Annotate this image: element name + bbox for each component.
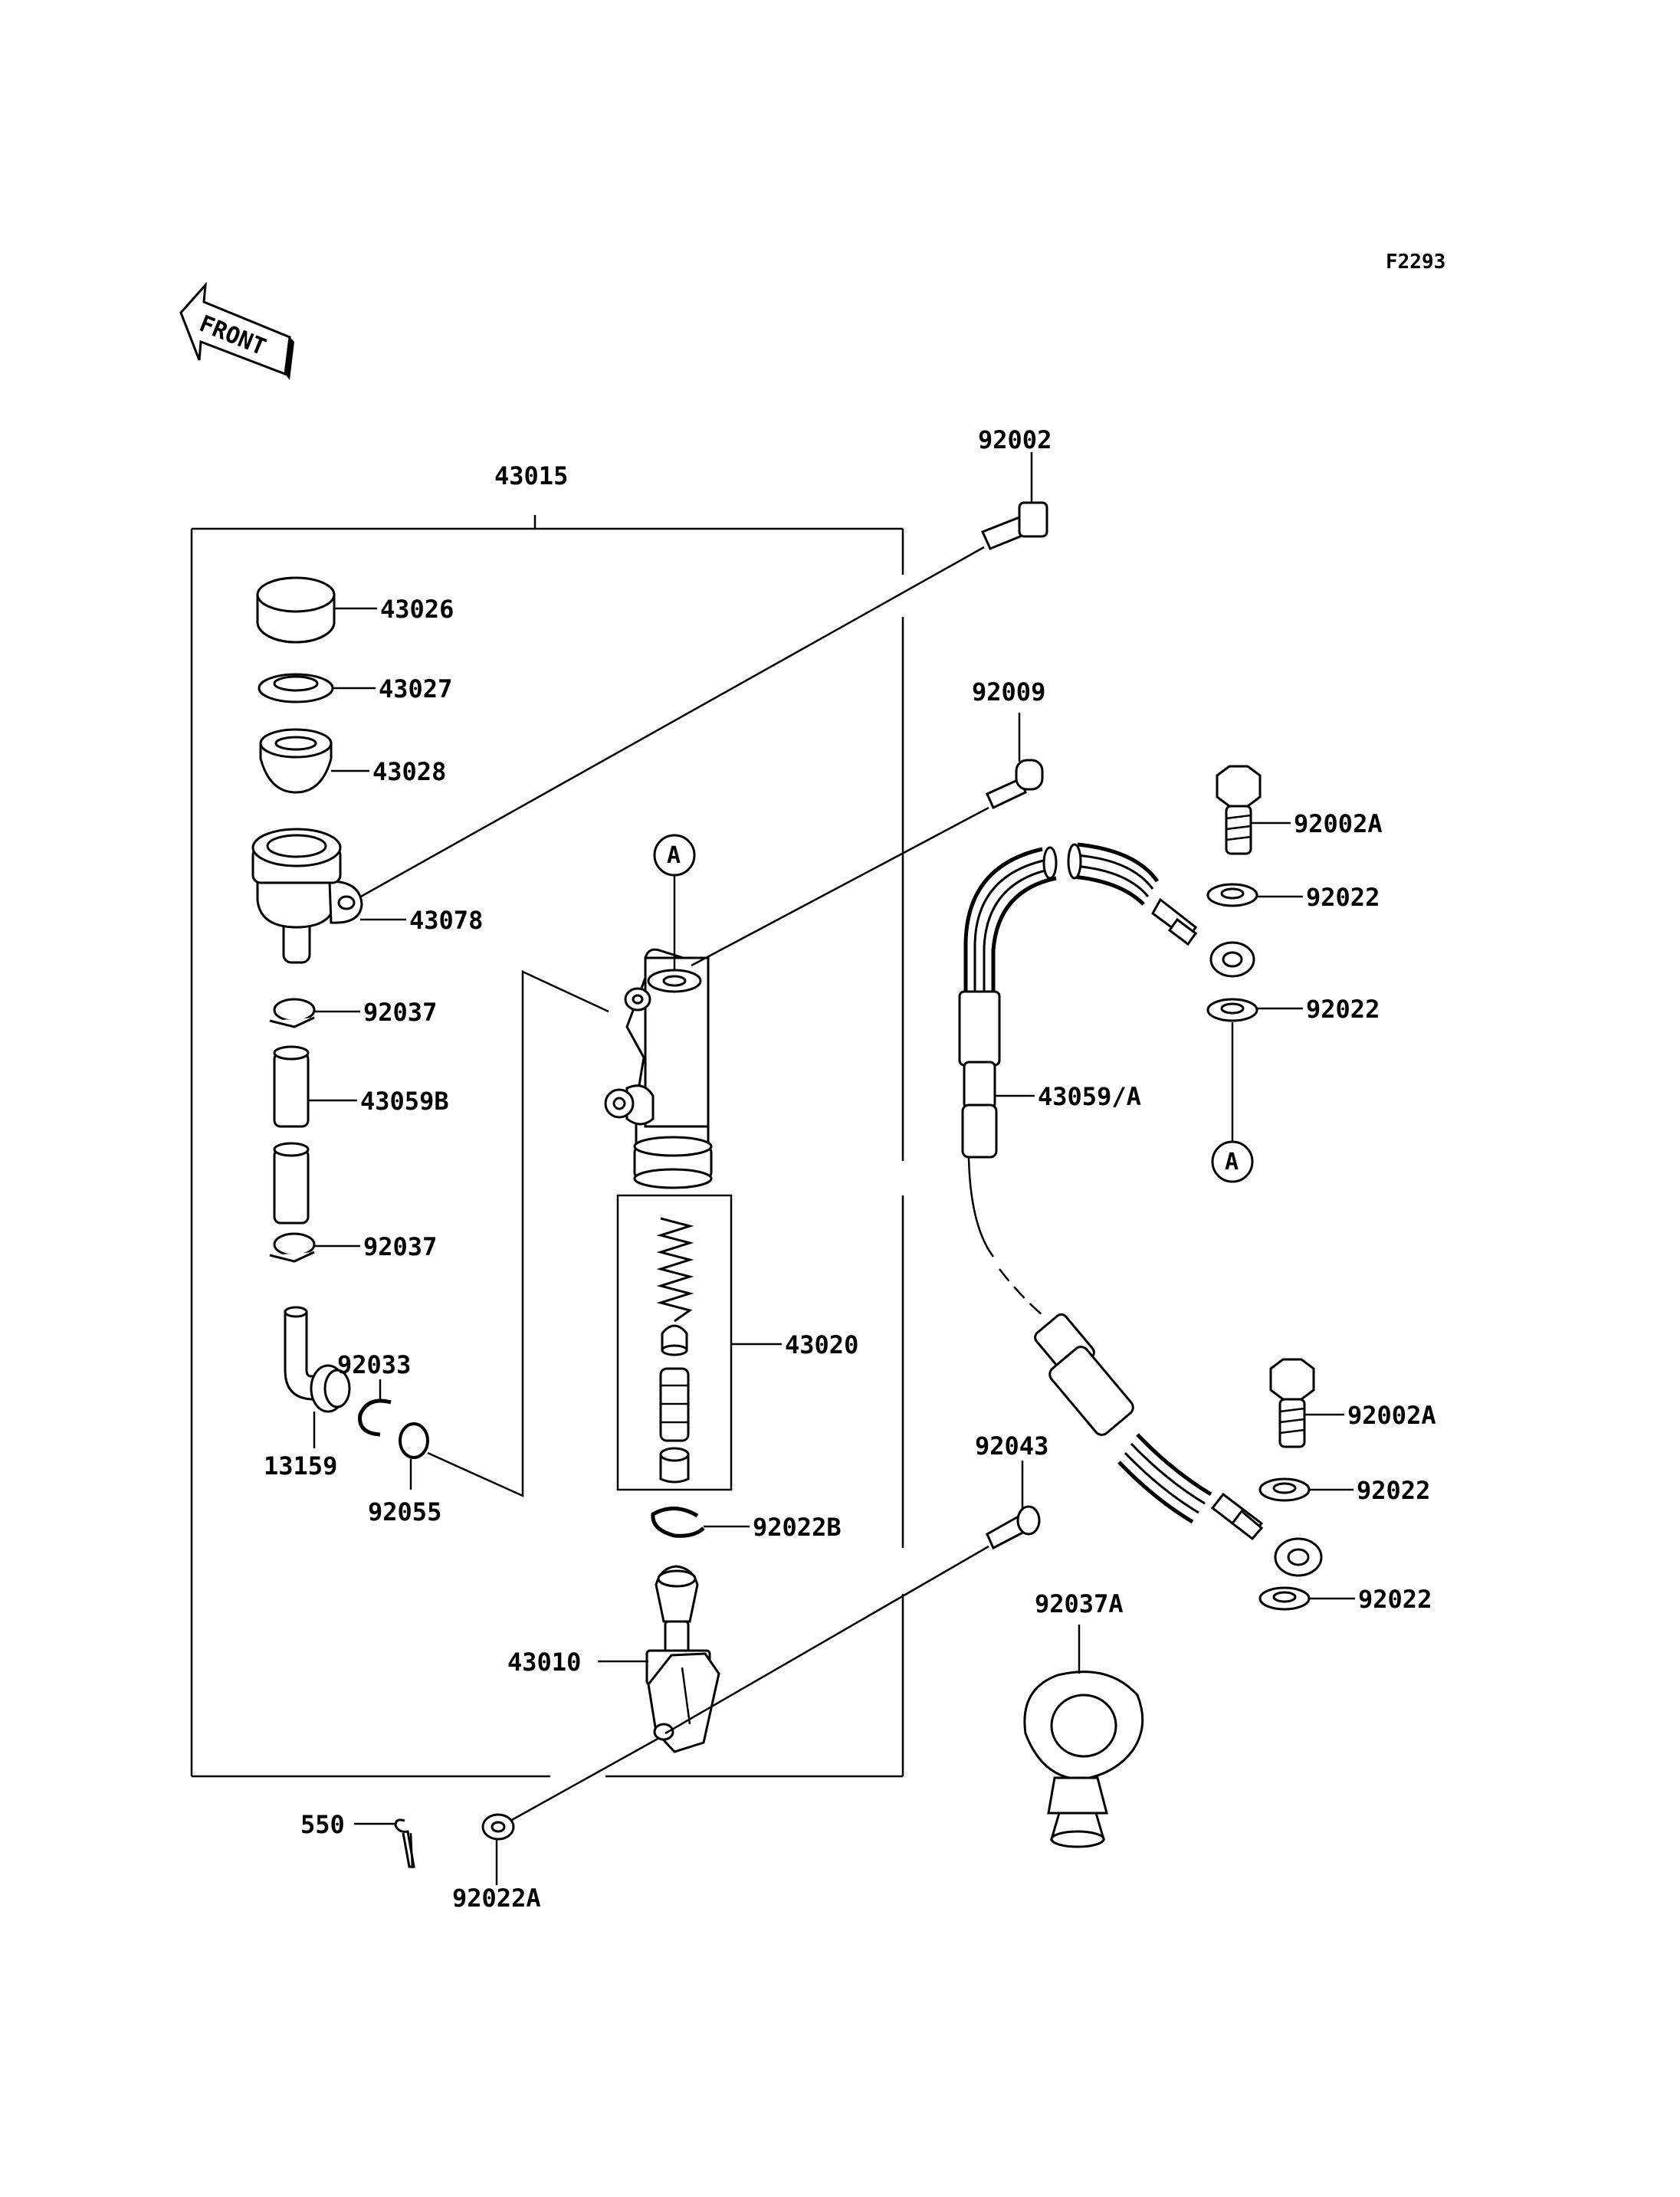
leader-92002 [340,546,985,910]
label-43078: 43078 [409,906,483,935]
pushrod-43010 [645,1565,720,1753]
banjo-bolt-92002a-lower [1269,1358,1315,1448]
label-43028: 43028 [372,757,446,786]
clamp-92037-lower [269,1232,316,1263]
front-arrow-icon: FRONT [179,281,294,380]
piston-kit-box-43020 [616,1194,733,1491]
piston-kit-43020 [656,1217,694,1484]
label-92002: 92002 [978,425,1052,454]
washer-92022-3 [1258,1477,1311,1502]
cotter-pin-550 [394,1818,415,1869]
label-43015: 43015 [494,461,568,490]
label-92022-3: 92022 [1357,1476,1430,1505]
marker-a-body-label: A [667,842,681,869]
leader-92009 [691,806,989,967]
clamp-92037-upper [269,998,316,1028]
label-92002a-lower: 92002A [1347,1401,1436,1430]
circlip-92022b [651,1506,705,1538]
label-92009: 92009 [972,677,1045,707]
master-cylinder-body [604,948,713,1189]
label-92022-1: 92022 [1306,883,1380,912]
washer-92022a [481,1813,515,1841]
ring-43027 [258,673,334,703]
figure-ref-code: F2293 [1386,251,1445,274]
leader-92043 [664,1545,989,1735]
elbow-fitting-13159 [284,1306,351,1413]
label-92022-4: 92022 [1358,1585,1432,1614]
hose-43059b [273,1045,310,1225]
leader-92022a-pin [510,1736,660,1822]
washer-92022-2 [1206,998,1258,1022]
label-13159: 13159 [264,1451,337,1481]
assembly-box-43015 [190,515,904,1778]
hose-guide-92037a [1023,1671,1144,1848]
washer-92022-1 [1206,883,1258,907]
label-92002a-upper: 92002A [1294,809,1383,838]
label-92055: 92055 [368,1497,441,1526]
label-43020: 43020 [785,1330,858,1359]
cap-43026 [256,576,336,644]
label-92022b: 92022B [753,1513,842,1542]
brake-hose-43059a [958,842,1323,1577]
reservoir-43078 [251,828,363,964]
label-550: 550 [300,1810,345,1839]
label-92033: 92033 [337,1350,411,1379]
label-92037-lower: 92037 [363,1232,437,1261]
oring-92055 [399,1422,429,1459]
label-43059a: 43059/A [1038,1082,1141,1111]
circlip-92033 [358,1399,392,1437]
washer-92022-4 [1258,1586,1311,1611]
label-43010: 43010 [507,1648,581,1677]
marker-a-hose-label: A [1225,1149,1239,1176]
label-92037a: 92037A [1035,1589,1124,1618]
label-92022a: 92022A [452,1884,541,1913]
label-43027: 43027 [379,674,452,703]
bolt-92002 [980,501,1048,550]
label-43027-cap: 43026 [380,595,454,624]
bolt-92009 [986,759,1044,810]
label-92022-2: 92022 [1306,995,1380,1024]
label-92037-upper: 92037 [363,998,437,1027]
diaphragm-43028 [259,728,333,794]
label-43059b: 43059B [360,1087,449,1116]
leader-92055-body [427,970,609,1497]
pin-92043 [986,1505,1041,1550]
label-92043: 92043 [975,1431,1048,1461]
marker-a-hose [1211,1140,1254,1183]
banjo-bolt-92002a-upper [1216,765,1262,855]
